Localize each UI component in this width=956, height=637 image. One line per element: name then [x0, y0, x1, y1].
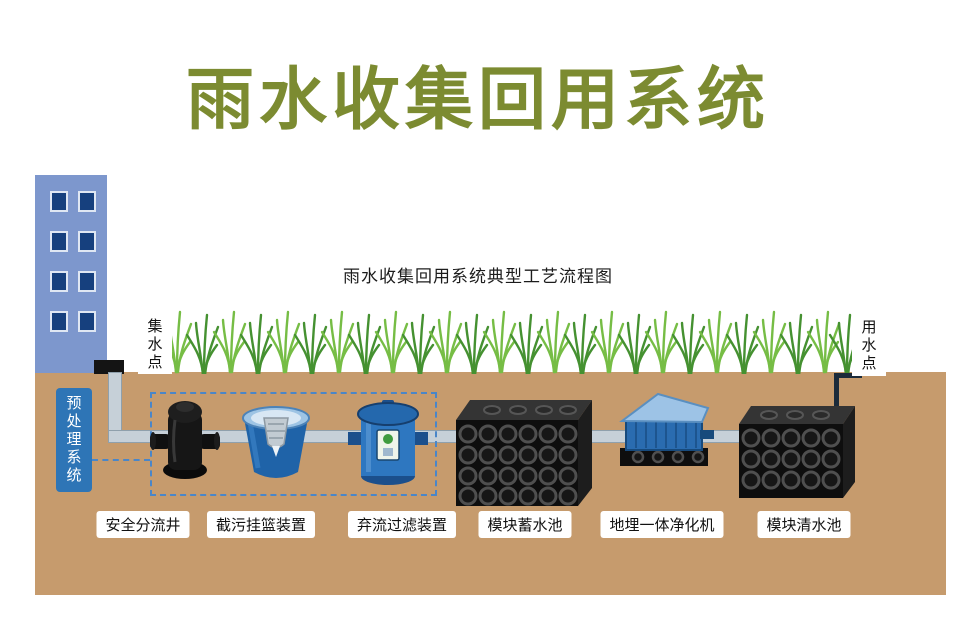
label-integrated-purifier: 地埋一体净化机	[600, 511, 724, 538]
device-module-clean-tank	[739, 406, 855, 498]
diagram-caption: 雨水收集回用系统典型工艺流程图	[343, 267, 613, 286]
collection-point-label: 集水点	[138, 316, 172, 374]
collection-point-text: 集水点	[147, 318, 163, 371]
building-window	[49, 271, 68, 292]
use-point-label: 用水点	[852, 316, 886, 376]
pretreatment-system-badge: 预处理系统	[56, 388, 92, 492]
device-integrated-purifier	[619, 392, 714, 466]
device-safety-diversion-well	[150, 401, 220, 479]
device-first-flush-filter	[348, 400, 428, 485]
building-window	[78, 231, 97, 252]
label-module-storage-tank: 模块蓄水池	[478, 511, 572, 538]
building-window	[49, 231, 68, 252]
building-window	[49, 311, 68, 332]
label-safety-diversion-well: 安全分流井	[96, 511, 190, 538]
device-module-storage-tank	[456, 400, 592, 506]
pretreatment-system-text: 预处理系统	[66, 395, 82, 484]
building-window	[78, 191, 97, 212]
page-title: 雨水收集回用系统	[185, 62, 770, 138]
building-window	[78, 271, 97, 292]
label-trash-basket: 截污挂篮装置	[206, 511, 316, 538]
label-module-clean-tank: 模块清水池	[757, 511, 851, 538]
use-point-text: 用水点	[861, 319, 877, 372]
device-trash-basket	[242, 406, 310, 478]
inlet-pipe	[108, 372, 122, 432]
outlet-pipe-elbow	[834, 373, 862, 378]
building-illustration	[35, 175, 107, 373]
building-window	[78, 311, 97, 332]
building-downpipe	[94, 360, 124, 374]
grass-illustration	[158, 310, 858, 374]
building-window	[49, 191, 68, 212]
pretreatment-dashed-connector	[92, 459, 150, 461]
label-first-flush-filter: 弃流过滤装置	[347, 511, 457, 538]
outlet-pipe-vertical	[834, 376, 839, 434]
